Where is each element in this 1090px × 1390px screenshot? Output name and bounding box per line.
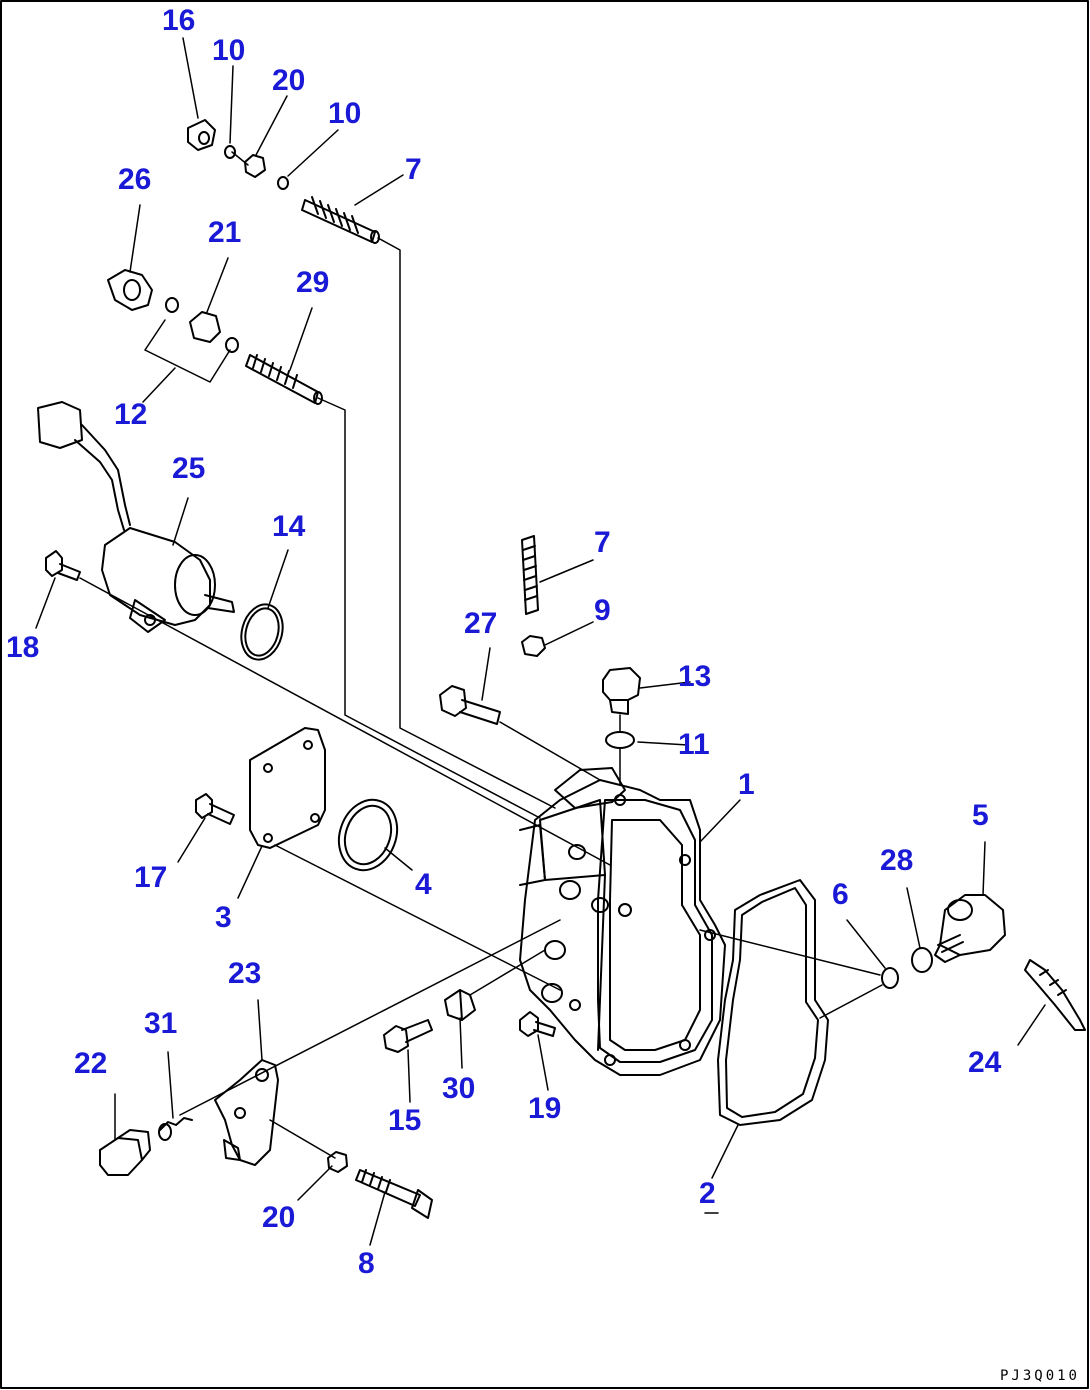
callout-16: 16 — [162, 4, 196, 37]
washer-part-11 — [605, 731, 635, 749]
callout-28: 28 — [880, 844, 914, 877]
callout-2: 2 — [699, 1177, 716, 1210]
bolt-part-19 — [519, 1011, 556, 1037]
washer-part-12b — [225, 337, 239, 353]
callout-23: 23 — [228, 957, 262, 990]
callout-9: 9 — [594, 594, 611, 627]
bolt-part-27 — [439, 685, 501, 725]
leader-lines — [35, 37, 1046, 1246]
callout-1: 1 — [738, 768, 755, 801]
callout-21: 21 — [208, 216, 242, 249]
callout-27: 27 — [464, 607, 498, 640]
washer-part-12a — [165, 297, 179, 313]
stud-bolt-part-7-side — [521, 535, 539, 615]
seal-ring-part-4 — [337, 798, 399, 872]
stud-bolt-part-7-top — [301, 196, 380, 244]
cap-part-22 — [99, 1129, 151, 1176]
callout-12: 12 — [114, 398, 148, 431]
washer-part-10a — [224, 145, 236, 159]
callout-7a: 7 — [405, 153, 422, 186]
callout-30: 30 — [442, 1072, 476, 1105]
callout-3: 3 — [215, 901, 232, 934]
stud-part-29 — [245, 354, 323, 405]
solenoid-part-25 — [37, 401, 235, 633]
fitting-part-16 — [187, 119, 216, 151]
gasket-part-2 — [717, 879, 829, 1126]
bracket-part-23 — [214, 1059, 279, 1166]
callout-29: 29 — [296, 266, 330, 299]
washer-part-10b — [277, 176, 289, 190]
callout-17: 17 — [134, 861, 168, 894]
callout-20a: 20 — [272, 64, 306, 97]
plug-part-13 — [602, 667, 641, 715]
callout-26: 26 — [118, 163, 152, 196]
washer-part-6 — [881, 967, 899, 989]
spring-part-31 — [158, 1117, 193, 1141]
callout-22: 22 — [74, 1047, 108, 1080]
callout-8: 8 — [358, 1247, 375, 1280]
fitting-part-26 — [107, 269, 153, 311]
callout-5: 5 — [972, 799, 989, 832]
callout-6: 6 — [832, 878, 849, 911]
o-ring-part-14 — [240, 603, 284, 661]
callout-25: 25 — [172, 452, 206, 485]
nut-part-9 — [521, 635, 546, 657]
cover-plate-part-3 — [249, 727, 326, 849]
callout-31: 31 — [144, 1007, 178, 1040]
connector-part-24 — [1024, 959, 1086, 1031]
nut-part-20a — [244, 154, 266, 178]
callout-13: 13 — [678, 660, 712, 693]
bolt-part-18 — [45, 550, 81, 581]
o-ring-part-28 — [911, 947, 933, 973]
clip-part-30 — [444, 989, 476, 1021]
callout-10a: 10 — [212, 34, 246, 67]
callout-4: 4 — [415, 868, 432, 901]
callout-14: 14 — [272, 510, 306, 543]
callout-19: 19 — [528, 1092, 562, 1125]
callout-10b: 10 — [328, 97, 362, 130]
housing-part-1 — [519, 767, 726, 1076]
figure-reference-code: PJ3Q010 — [999, 1368, 1080, 1384]
callout-20b: 20 — [262, 1201, 296, 1234]
sensor-part-5 — [934, 894, 1006, 963]
bolt-part-17 — [195, 793, 235, 825]
callout-15: 15 — [388, 1104, 422, 1137]
callout-24: 24 — [968, 1046, 1002, 1079]
assembly-lines — [79, 151, 883, 1159]
bolt-part-15 — [383, 1019, 433, 1053]
nut-part-21 — [189, 311, 221, 343]
callout-18: 18 — [6, 631, 40, 664]
bolt-part-8 — [355, 1169, 433, 1219]
callout-7b: 7 — [594, 526, 611, 559]
callout-11: 11 — [678, 728, 710, 761]
